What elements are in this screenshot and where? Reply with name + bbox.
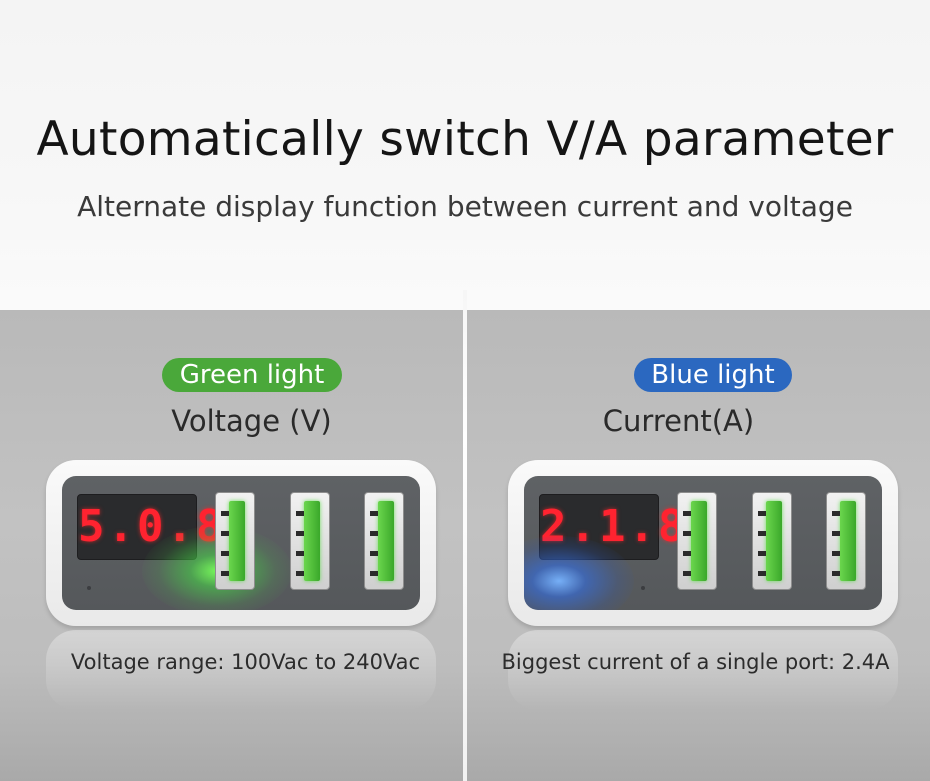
voltage-mode-label: Voltage (V) [171, 404, 332, 438]
voltage-panel: Green light Voltage (V) 5.0.8 [0, 310, 463, 781]
charger-device: 5.0.8 [46, 460, 436, 626]
usb-port-icon [752, 492, 792, 590]
usb-port-icon [290, 492, 330, 590]
usb-port-icon [826, 492, 866, 590]
blue-light-badge: Blue light [634, 358, 792, 392]
sensor-dot [641, 586, 645, 590]
page-title: Automatically switch V/A parameter [36, 112, 894, 167]
voltage-range-caption: Voltage range: 100Vac to 240Vac [70, 650, 421, 674]
usb-port-icon [215, 492, 255, 590]
sensor-dot [87, 586, 91, 590]
charger-reflection [46, 630, 436, 710]
page-subtitle: Alternate display function between curre… [77, 190, 853, 223]
charger-face: 2.1.8 [524, 476, 882, 610]
usb-port-icon [364, 492, 404, 590]
current-mode-label: Current(A) [602, 404, 755, 438]
header-banner: Automatically switch V/A parameter Alter… [0, 0, 930, 310]
green-light-badge: Green light [162, 358, 342, 392]
panel-divider [463, 290, 467, 781]
current-panel: Blue light Current(A) 2.1.8 [467, 310, 930, 781]
charger-face: 5.0.8 [62, 476, 420, 610]
current-caption: Biggest current of a single port: 2.4A [501, 650, 890, 674]
charger-reflection [508, 630, 898, 710]
charger-device: 2.1.8 [508, 460, 898, 626]
usb-port-icon [677, 492, 717, 590]
